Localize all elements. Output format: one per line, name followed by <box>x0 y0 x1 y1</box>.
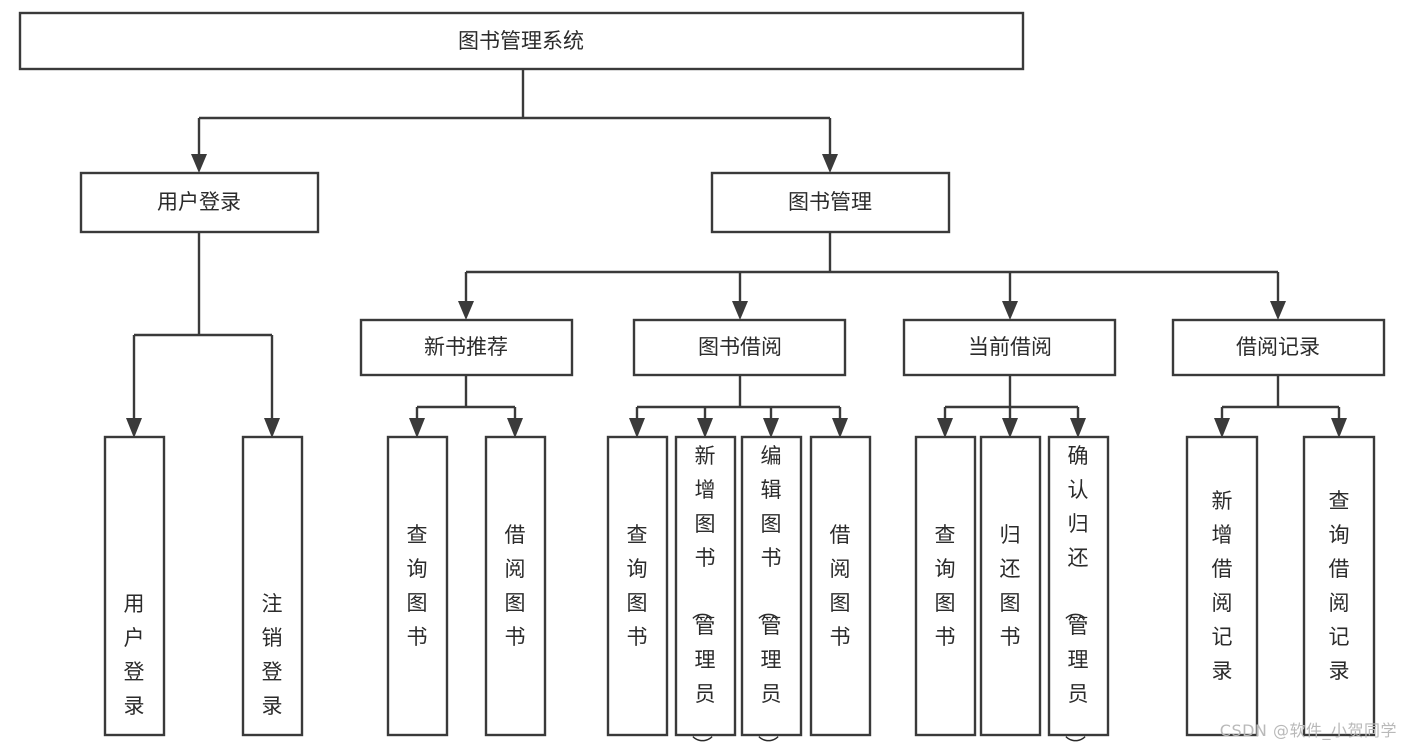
node-leaf-query-book-1[interactable]: 查询图书 <box>386 435 449 737</box>
node-new-book-rec-label: 新书推荐 <box>424 335 508 359</box>
arrow-bookborrow-to-leaf-borrow-book <box>832 418 848 438</box>
node-leaf-user-login-label: 用户登录 <box>124 592 145 718</box>
edge-bookborrow-bus <box>635 375 842 420</box>
arrow-bookmanage-to-book-borrow <box>732 301 748 320</box>
node-leaf-user-logout[interactable]: 注销登录 <box>241 435 304 737</box>
arrow-bookborrow-to-leaf-query-book <box>629 418 645 438</box>
node-leaf-add-record[interactable]: 新增借阅记录 <box>1185 435 1259 737</box>
node-leaf-query-book-1-label: 查询图书 <box>407 523 428 649</box>
node-leaf-edit-book[interactable]: 编辑图书（管理员） <box>740 435 803 747</box>
arrow-bookmanage-to-new-book-rec <box>458 301 474 320</box>
node-leaf-confirm-return[interactable]: 确认归还（管理员） <box>1047 435 1110 747</box>
edge-root-bus <box>197 69 832 156</box>
arrow-bookmanage-to-current-borrow <box>1002 301 1018 320</box>
node-leaf-edit-book-label: 编辑图书（管理员） <box>756 444 782 747</box>
node-current-borrow-label: 当前借阅 <box>968 335 1052 359</box>
node-leaf-query-record[interactable]: 查询借阅记录 <box>1302 435 1376 737</box>
arrow-root-to-book-manage <box>822 154 838 173</box>
node-leaf-query-book-3-label: 查询图书 <box>935 523 956 649</box>
csdn-watermark: CSDN @软件_小贺同学 <box>1219 721 1397 740</box>
arrow-currentborrow-to-leaf-return-book <box>1002 418 1018 438</box>
arrow-userlogin-to-leaf-user-login <box>126 418 142 438</box>
connector-layer <box>126 69 1347 438</box>
node-user-login[interactable]: 用户登录 <box>79 171 320 234</box>
arrow-currentborrow-to-leaf-query-book <box>937 418 953 438</box>
node-leaf-user-login[interactable]: 用户登录 <box>103 435 166 737</box>
arrow-bookmanage-to-borrow-record <box>1270 301 1286 320</box>
node-leaf-query-book-2[interactable]: 查询图书 <box>606 435 669 737</box>
node-borrow-record[interactable]: 借阅记录 <box>1171 318 1386 377</box>
arrow-bookborrow-to-leaf-edit-book <box>763 418 779 438</box>
node-root-label: 图书管理系统 <box>458 29 584 53</box>
edge-borrowrecord-bus <box>1220 375 1341 420</box>
node-new-book-rec[interactable]: 新书推荐 <box>359 318 574 377</box>
node-leaf-query-book-2-label: 查询图书 <box>627 523 648 649</box>
edge-newbookrec-bus <box>415 375 517 420</box>
node-book-borrow-label: 图书借阅 <box>698 335 782 359</box>
node-leaf-query-record-label: 查询借阅记录 <box>1329 489 1350 683</box>
node-leaf-add-book-label: 新增图书（管理员） <box>690 444 716 747</box>
node-leaf-query-book-3[interactable]: 查询图书 <box>914 435 977 737</box>
arrow-borrowrecord-to-leaf-add-record <box>1214 418 1230 438</box>
node-book-manage-label: 图书管理 <box>788 190 872 214</box>
node-root[interactable]: 图书管理系统 <box>18 11 1025 71</box>
arrow-borrowrecord-to-leaf-query-record <box>1331 418 1347 438</box>
node-leaf-add-record-label: 新增借阅记录 <box>1212 489 1233 683</box>
node-leaf-confirm-return-label: 确认归还（管理员） <box>1063 444 1089 747</box>
node-user-login-label: 用户登录 <box>157 190 241 214</box>
edge-userlogin-bus <box>132 232 274 420</box>
arrow-userlogin-to-leaf-user-logout <box>264 418 280 438</box>
node-leaf-borrow-book-1[interactable]: 借阅图书 <box>484 435 547 737</box>
node-leaf-borrow-book-2[interactable]: 借阅图书 <box>809 435 872 737</box>
edge-bookmanage-bus <box>464 232 1280 303</box>
node-book-manage[interactable]: 图书管理 <box>710 171 951 234</box>
node-leaf-return-book[interactable]: 归还图书 <box>979 435 1042 737</box>
arrow-currentborrow-to-leaf-confirm-return <box>1070 418 1086 438</box>
arrow-newbookrec-to-leaf-borrow-book <box>507 418 523 438</box>
arrow-root-to-user-login <box>191 154 207 173</box>
node-leaf-user-logout-label: 注销登录 <box>262 592 283 718</box>
node-current-borrow[interactable]: 当前借阅 <box>902 318 1117 377</box>
node-leaf-borrow-book-1-label: 借阅图书 <box>505 523 526 649</box>
arrow-bookborrow-to-leaf-add-book <box>697 418 713 438</box>
node-leaf-borrow-book-2-label: 借阅图书 <box>830 523 851 649</box>
node-leaf-return-book-label: 归还图书 <box>1000 523 1021 649</box>
edge-currentborrow-bus <box>943 375 1080 420</box>
node-borrow-record-label: 借阅记录 <box>1236 335 1320 359</box>
arrow-newbookrec-to-leaf-query-book <box>409 418 425 438</box>
node-leaf-add-book[interactable]: 新增图书（管理员） <box>674 435 737 747</box>
node-book-borrow[interactable]: 图书借阅 <box>632 318 847 377</box>
